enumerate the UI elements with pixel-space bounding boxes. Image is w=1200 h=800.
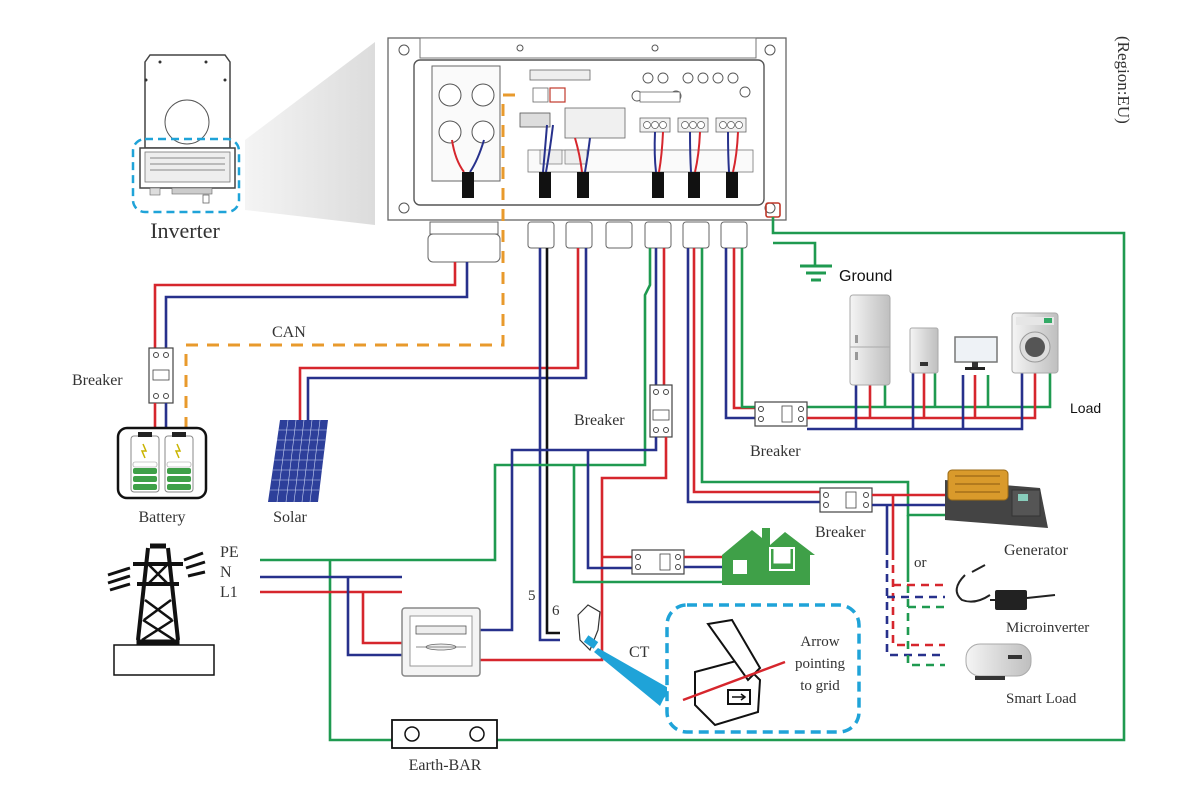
battery-label: Battery <box>138 509 185 526</box>
can-label: CAN <box>272 324 306 341</box>
ct-clamp-icon <box>577 604 601 652</box>
ct-label: CT <box>629 644 650 661</box>
generator-label: Generator <box>1004 542 1069 559</box>
earth-loop-wire <box>328 217 1126 742</box>
boiler-icon <box>909 327 939 374</box>
ct-note-line-1: Arrow <box>800 634 839 650</box>
microinverter-label: Microinverter <box>1006 620 1089 636</box>
grid-pe-wire <box>260 248 652 562</box>
smart-load-icon <box>965 643 1032 680</box>
zoom-projection <box>245 42 375 225</box>
meter-n-in <box>346 577 402 657</box>
generator-breaker-label: Breaker <box>815 524 866 541</box>
load-label: Load <box>1070 400 1101 416</box>
inverter-thumbnail <box>131 54 241 214</box>
ground-wire <box>773 241 817 265</box>
ct-note-line-2: pointing <box>795 656 846 672</box>
smart-load-n-dashed <box>885 560 945 657</box>
can-bus-line <box>184 93 515 428</box>
solar-label: Solar <box>273 509 307 526</box>
region-label: (Region:EU) <box>1114 36 1133 124</box>
pin-6-label: 6 <box>552 603 560 619</box>
fridge-icon <box>849 294 891 386</box>
grid-n-wire <box>435 437 658 632</box>
battery-positive-wire <box>153 262 457 348</box>
n-label: N <box>220 564 232 581</box>
solar-panel-icon <box>268 419 328 503</box>
smart-load-pe-dashed <box>906 585 945 667</box>
load-n-wire <box>724 248 755 420</box>
home-n-wire <box>586 450 632 570</box>
solar-positive-wire <box>298 248 580 420</box>
home-pe-wire <box>572 465 725 584</box>
pin-5-label: 5 <box>528 588 536 604</box>
load-breaker-label: Breaker <box>750 443 801 460</box>
meter-l-in <box>361 592 402 645</box>
load-pe-wire <box>740 248 1052 409</box>
generator-breaker <box>819 487 873 513</box>
home-breaker <box>631 549 685 575</box>
ct-note-line-3: to grid <box>800 678 840 694</box>
energy-meter-icon <box>401 607 481 677</box>
ct-conductor-line <box>682 660 786 702</box>
inverter-label: Inverter <box>150 218 220 243</box>
washing-machine-icon <box>1011 312 1059 374</box>
ground-symbol-icon <box>800 264 832 282</box>
l1-label: L1 <box>220 584 238 601</box>
grid-l-wire <box>435 437 668 662</box>
ct-wire-5 <box>538 248 560 642</box>
ct-wire-6 <box>545 248 560 635</box>
load-n-bus <box>807 372 1024 431</box>
or-label: or <box>914 555 927 571</box>
earth-bar-icon <box>391 719 498 749</box>
ct-callout-pointer <box>594 648 672 706</box>
earth-bar-label: Earth-BAR <box>409 757 482 774</box>
gen-pe-wire <box>700 248 945 517</box>
battery-negative-wire <box>164 262 469 348</box>
grid-breaker-label: Breaker <box>574 412 625 429</box>
solar-negative-wire <box>306 248 588 420</box>
pylon-base <box>113 644 215 676</box>
microinverter-icon <box>955 564 1056 610</box>
battery-icon <box>116 426 208 500</box>
load-l-wire <box>732 248 755 410</box>
grid-breaker <box>649 384 673 438</box>
generator-icon <box>945 469 1048 528</box>
tv-icon <box>954 336 998 370</box>
gen-n-wire <box>686 248 820 504</box>
battery-breaker-label: Breaker <box>72 372 123 389</box>
inverter-highlight-box <box>131 137 241 214</box>
smart-load-l-dashed <box>891 565 945 647</box>
battery-breaker <box>148 347 174 404</box>
ground-label: Ground <box>839 268 892 285</box>
load-l-bus <box>807 372 1037 420</box>
load-breaker <box>754 401 808 427</box>
pylon-icon <box>107 543 206 646</box>
pe-label: PE <box>220 544 239 561</box>
gen-l-wire <box>692 248 820 494</box>
smart-load-label: Smart Load <box>1006 691 1077 707</box>
house-icon <box>722 528 815 585</box>
inverter-wiring-panel <box>387 37 787 263</box>
